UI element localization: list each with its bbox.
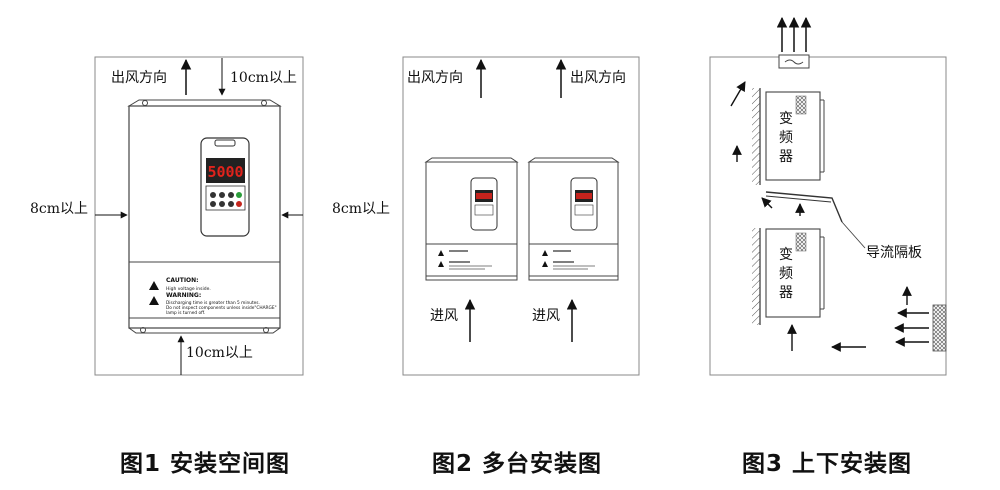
fig1-warning-icon bbox=[149, 296, 159, 305]
fig1-caution-title: CAUTION: bbox=[166, 277, 199, 284]
fig3-exhaust-fan bbox=[778, 54, 810, 69]
fig3-frame bbox=[709, 56, 947, 376]
fig2-air-in-label-left: 进风 bbox=[430, 308, 458, 324]
fig2-caption: 图2 多台安装图 bbox=[432, 451, 603, 477]
fig3-intake-grille bbox=[932, 304, 947, 352]
fig1-air-out-label: 出风方向 bbox=[111, 70, 167, 86]
fig3-inverter-top: 变 频 器 bbox=[765, 91, 825, 181]
fig1-caution-icon bbox=[149, 281, 159, 290]
fig1-warning-title: WARNING: bbox=[166, 292, 201, 299]
fig1-warning-text: Do not inspect components unless inside"… bbox=[166, 305, 277, 311]
figure-1-installation-space: 5000 CAUTION: High voltage inside. WARNI… bbox=[30, 56, 390, 376]
fig3-air-baffle bbox=[765, 191, 866, 249]
fig1-key bbox=[210, 201, 216, 207]
fig1-key bbox=[219, 192, 225, 198]
fig1-key bbox=[228, 192, 234, 198]
fig1-warning-text: Discharging time is greater than 5 minut… bbox=[166, 300, 260, 306]
fig2-air-in-label-right: 进风 bbox=[532, 308, 560, 324]
figure-3-stacked-installation: 变 频 器 变 频 器 导流隔板 bbox=[709, 16, 947, 376]
fig1-bottom-gap-label: 10cm以上 bbox=[186, 345, 253, 361]
fig1-key bbox=[219, 201, 225, 207]
fig1-key bbox=[210, 192, 216, 198]
fig1-top-gap-label: 10cm以上 bbox=[230, 70, 297, 86]
fig1-frame bbox=[94, 56, 304, 376]
fig3-inverter-top-label: 器 bbox=[779, 149, 793, 165]
fig1-caution-text: High voltage inside. bbox=[166, 286, 211, 292]
fig1-caption: 图1 安装空间图 bbox=[120, 451, 291, 477]
fig3-airflow-arrow bbox=[761, 197, 773, 209]
fig2-inverter-right bbox=[527, 157, 620, 281]
fig2-air-out-label-right: 出风方向 bbox=[570, 70, 626, 86]
fig1-stop-led bbox=[236, 201, 242, 207]
fig3-caption: 图3 上下安装图 bbox=[742, 451, 913, 477]
fig2-air-out-label-left: 出风方向 bbox=[407, 70, 463, 86]
fig3-inverter-bottom-label: 变 bbox=[779, 247, 793, 263]
fig3-inverter-bottom-label: 频 bbox=[779, 266, 793, 282]
fig3-baffle-label: 导流隔板 bbox=[866, 245, 922, 261]
fig3-inverter-bottom: 变 频 器 bbox=[765, 228, 825, 318]
fig2-inverter-left bbox=[424, 157, 519, 281]
fig3-inverter-top-label: 频 bbox=[779, 130, 793, 146]
figure-2-multiple-units: 出风方向 出风方向 进风 进风 bbox=[402, 56, 640, 376]
fig3-inverter-bottom-label: 器 bbox=[779, 285, 793, 301]
fig1-left-gap-label: 8cm以上 bbox=[30, 201, 88, 217]
fig3-mounting-wall bbox=[752, 88, 761, 325]
fig1-inverter: 5000 CAUTION: High voltage inside. WARNI… bbox=[127, 99, 282, 334]
fig1-display-value: 5000 bbox=[207, 163, 243, 181]
fig3-airflow-arrow bbox=[730, 81, 746, 107]
fig1-warning-text: lamp is turned off. bbox=[166, 310, 205, 316]
fig2-frame bbox=[402, 56, 640, 376]
fig3-inverter-top-label: 变 bbox=[779, 111, 793, 127]
fig1-right-gap-label: 8cm以上 bbox=[332, 201, 390, 217]
fig1-run-led bbox=[236, 192, 242, 198]
fig1-key bbox=[228, 201, 234, 207]
fig1-display bbox=[206, 158, 245, 183]
